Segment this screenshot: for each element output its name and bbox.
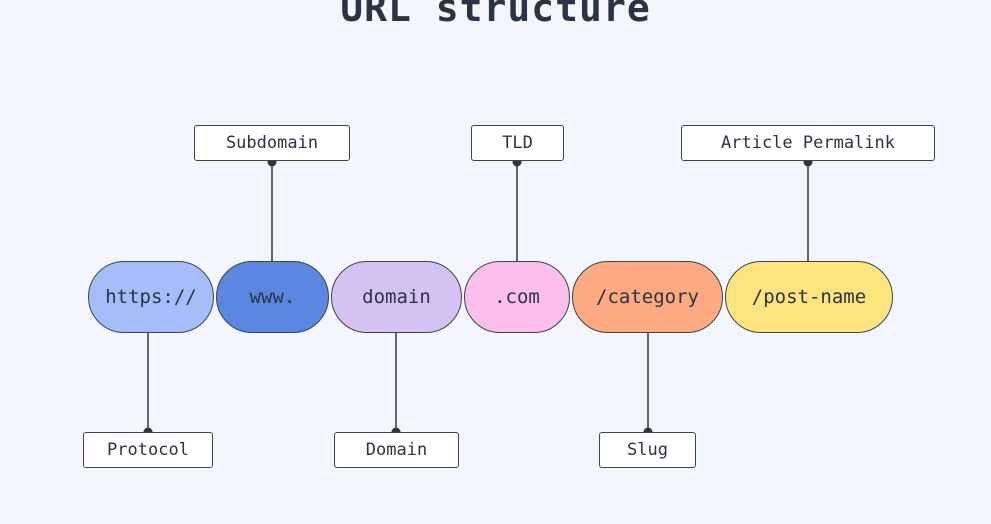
label-slug: Slug <box>599 432 696 468</box>
segment-domain: domain <box>331 261 462 333</box>
page-title: URL structure <box>340 0 651 30</box>
label-subdomain: Subdomain <box>194 125 350 161</box>
label-protocol: Protocol <box>83 432 213 468</box>
segment-subdomain: www. <box>216 261 329 333</box>
segment-protocol: https:// <box>88 261 214 333</box>
segment-tld: .com <box>464 261 570 333</box>
label-article-permalink: Article Permalink <box>681 125 935 161</box>
label-tld: TLD <box>471 125 564 161</box>
label-domain: Domain <box>334 432 459 468</box>
segment-post-name: /post-name <box>725 261 893 333</box>
segment-category: /category <box>572 261 723 333</box>
